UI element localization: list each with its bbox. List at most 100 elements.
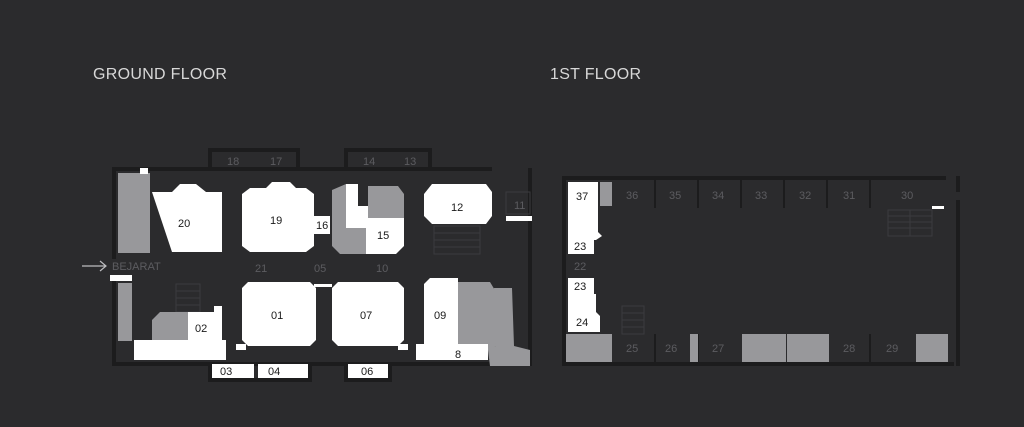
unit-04-label: 04 xyxy=(268,366,280,378)
unit-30-label: 30 xyxy=(901,190,913,202)
unit-09[interactable] xyxy=(424,278,458,350)
unit-06[interactable] xyxy=(348,364,388,378)
gf-wall-bottom xyxy=(112,362,532,366)
arrow-right-icon xyxy=(82,260,107,272)
ff-service-37 xyxy=(600,182,612,206)
unit-17-label: 17 xyxy=(270,156,282,168)
unit-19[interactable] xyxy=(242,182,314,252)
gf-wall-shop-04-right xyxy=(308,362,312,382)
unit-07[interactable] xyxy=(332,282,404,346)
unit-24[interactable] xyxy=(568,294,600,332)
stairs-icon xyxy=(887,209,933,237)
unit-02[interactable] xyxy=(188,306,222,346)
gf-service-left-bottom xyxy=(118,283,132,341)
unit-23-upper[interactable] xyxy=(568,238,594,254)
unit-34-label: 34 xyxy=(712,190,724,202)
stairs-icon xyxy=(433,225,481,255)
unit-07-label: 07 xyxy=(360,310,372,322)
unit-05-label: 05 xyxy=(314,263,326,275)
unit-23-upper-label: 23 xyxy=(574,241,586,253)
gf-wall-left-top xyxy=(112,167,116,259)
unit-11[interactable] xyxy=(505,191,531,215)
unit-16[interactable] xyxy=(314,216,330,234)
unit-12[interactable] xyxy=(424,184,492,224)
ff-wall-bottom xyxy=(562,362,954,366)
unit-20[interactable] xyxy=(152,184,222,252)
gf-door-top xyxy=(140,168,148,174)
gf-service-09 xyxy=(458,282,496,350)
gf-wall-top xyxy=(112,167,492,171)
unit-20-label: 20 xyxy=(178,218,190,230)
gf-wall-shop-06-right xyxy=(388,362,392,382)
unit-31-label: 31 xyxy=(843,190,855,202)
unit-37[interactable] xyxy=(568,182,602,240)
stairs-icon xyxy=(175,283,201,313)
unit-35-label: 35 xyxy=(669,190,681,202)
unit-07-door xyxy=(398,344,408,350)
ff-wall-top xyxy=(562,176,946,180)
ff-service-29 xyxy=(916,334,948,362)
unit-10-label: 10 xyxy=(376,263,388,275)
unit-32-label: 32 xyxy=(799,190,811,202)
unit-03-label: 03 xyxy=(220,366,232,378)
unit-04[interactable] xyxy=(258,364,308,378)
unit-06-label: 06 xyxy=(361,366,373,378)
unit-19-label: 19 xyxy=(270,215,282,227)
gf-link-01-07 xyxy=(314,284,332,287)
unit-08-label: 8 xyxy=(455,349,461,361)
gf-wall-notch-left-side xyxy=(208,148,212,170)
unit-29-label: 29 xyxy=(886,343,898,355)
unit-01-door xyxy=(236,344,246,350)
unit-27-label: 27 xyxy=(712,343,724,355)
unit-12-label: 12 xyxy=(451,202,463,214)
gf-service-02 xyxy=(152,312,190,346)
gf-wall-shop-03-left xyxy=(208,362,212,382)
unit-03[interactable] xyxy=(212,364,254,378)
gf-entrance-door xyxy=(110,275,132,281)
unit-01-label: 01 xyxy=(271,310,283,322)
unit-25-label: 25 xyxy=(626,343,638,355)
ground-floor-plan: BEJARAT 20 19 16 15 12 11 18 17 14 13 21… xyxy=(82,148,532,382)
unit-26-label: 26 xyxy=(665,343,677,355)
unit-09-label: 09 xyxy=(434,310,446,322)
gf-wall-shop-06-bottom xyxy=(344,378,392,382)
first-floor-title: 1ST FLOOR xyxy=(550,66,642,83)
unit-01[interactable] xyxy=(242,282,316,346)
ground-floor-title: GROUND FLOOR xyxy=(93,66,228,83)
unit-23-lower-label: 23 xyxy=(574,281,586,293)
ff-service-27a xyxy=(742,334,786,362)
unit-37-label: 37 xyxy=(576,191,588,203)
gf-corridor-02 xyxy=(134,340,226,360)
unit-08[interactable] xyxy=(416,344,488,360)
unit-13-label: 13 xyxy=(404,156,416,168)
stairs-icon xyxy=(621,305,645,335)
ff-wall-right xyxy=(956,200,960,366)
gf-service-right xyxy=(488,288,530,366)
gf-service-left-top xyxy=(118,173,150,253)
ff-service-27b xyxy=(787,334,829,362)
first-floor-plan: 37 23 22 23 24 36 35 34 33 32 31 30 25 2… xyxy=(562,176,960,366)
unit-14-label: 14 xyxy=(363,156,375,168)
gf-wall-notch-right-side2 xyxy=(428,148,432,170)
gf-wall-notch-right-side xyxy=(344,148,348,170)
gf-wall-right xyxy=(528,168,532,366)
gf-wall-notch-left-side2 xyxy=(296,148,300,170)
unit-11-label: 11 xyxy=(514,200,525,212)
gf-wall-left-bottom xyxy=(112,280,116,366)
gf-wall-notch-right-top xyxy=(344,148,432,152)
ff-service-26 xyxy=(690,334,698,362)
unit-02-label: 02 xyxy=(195,323,207,335)
unit-11-door xyxy=(506,216,532,221)
gf-wall-shop-06-left xyxy=(344,362,348,382)
unit-24-label: 24 xyxy=(576,317,588,329)
unit-23-lower[interactable] xyxy=(568,278,594,294)
gf-wall-notch-left-top xyxy=(208,148,300,152)
gf-wall-shop-03-04-bottom xyxy=(208,378,312,382)
unit-18-label: 18 xyxy=(227,156,239,168)
unit-15[interactable] xyxy=(346,184,404,254)
ff-wall-right-top xyxy=(956,176,960,192)
unit-16-label: 16 xyxy=(316,220,328,232)
unit-15-label: 15 xyxy=(377,230,389,242)
ff-wall-left xyxy=(562,176,566,366)
